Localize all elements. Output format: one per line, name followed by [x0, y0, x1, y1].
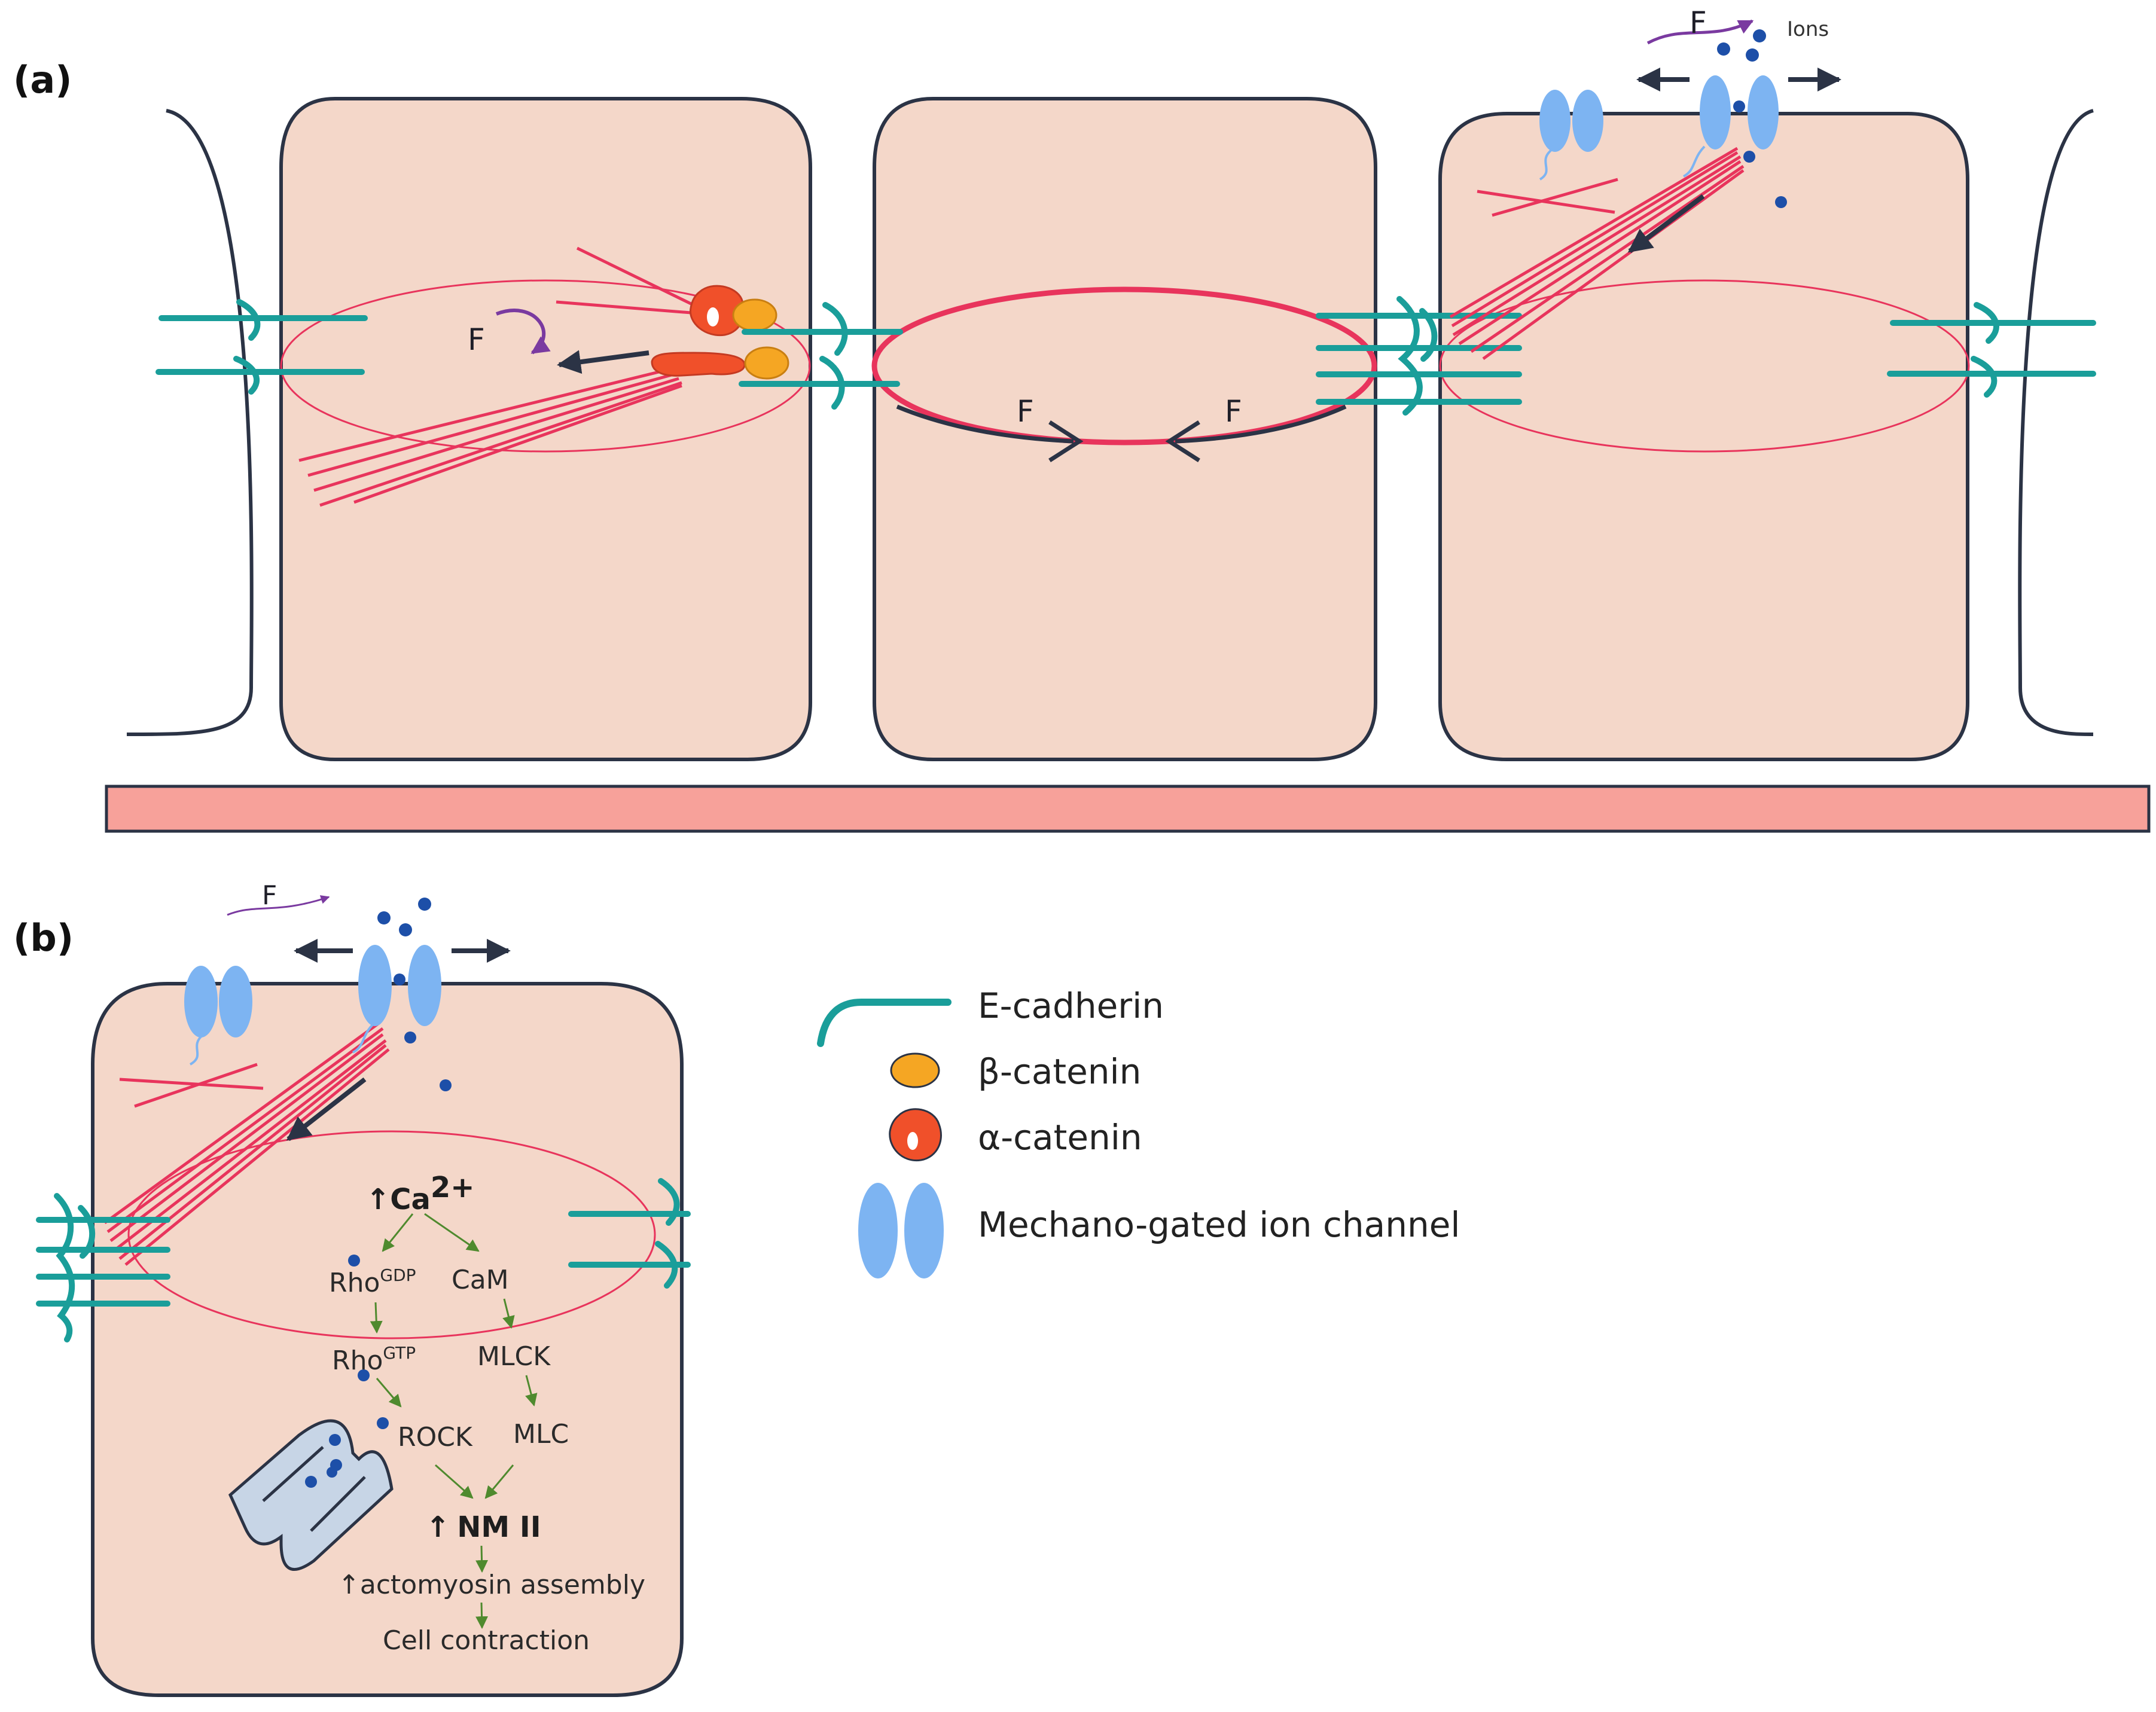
legend-alpha-catenin-core — [907, 1132, 918, 1150]
legend-label-e-cadherin: E-cadherin — [978, 985, 1164, 1026]
actin-bundle-left — [298, 246, 707, 507]
adhesion-belt-left — [280, 279, 811, 453]
pathway-calcium-ions — [348, 1255, 389, 1429]
rho-gtp: RhoGTP — [332, 1343, 416, 1376]
panel-a-label: (a) — [13, 58, 72, 102]
nm2-increase: ↑NM II — [426, 1510, 541, 1544]
alpha-catenin — [651, 352, 746, 377]
ions-b — [377, 898, 452, 1091]
panel-a: (a) F F — [13, 5, 2151, 833]
alpha-catenin-core — [707, 307, 719, 326]
panel-b: (b) F — [13, 880, 691, 1697]
adhesion-belt-b — [127, 1130, 656, 1339]
ion-channel-closed-b — [184, 966, 252, 1066]
panel-b-label: (b) — [13, 916, 74, 960]
legend-beta-catenin-symbol — [890, 1052, 940, 1088]
legend-label-beta-catenin: β-catenin — [978, 1051, 1141, 1092]
beta-catenin — [732, 298, 777, 332]
force-arrow-top-b — [227, 895, 330, 916]
adhesion-belt-right — [1439, 279, 1970, 453]
endoplasmic-reticulum — [228, 1419, 394, 1571]
calcium-increase: ↑Ca2+ — [366, 1171, 474, 1216]
actin-bundle-b — [103, 1021, 390, 1266]
adhesion-belt-middle — [871, 286, 1377, 445]
force-arrow-b — [286, 1077, 367, 1142]
cadherin-junction-b-right — [568, 1178, 691, 1289]
force-curve-left — [495, 309, 551, 355]
partial-cell-left — [126, 109, 254, 737]
cadherin-junction-b-left — [36, 1193, 170, 1342]
actomyosin-assembly: ↑actomyosin assembly — [338, 1570, 645, 1600]
ion-channel-open — [1682, 75, 1779, 178]
force-label-top: F — [1690, 5, 1707, 40]
legend-item-ion-channel: Mechano-gated ion channel — [858, 1183, 1460, 1278]
rho-gdp: RhoGDP — [329, 1265, 416, 1298]
arrowhead-right — [1165, 420, 1200, 462]
mlc: MLC — [513, 1419, 569, 1449]
pathway-arrows — [370, 1213, 538, 1629]
cell-contraction: Cell contraction — [383, 1625, 590, 1656]
beta-catenin — [744, 346, 789, 380]
cam: CaM — [452, 1265, 509, 1295]
ion-channel-open-b — [352, 945, 441, 1054]
legend-item-alpha-catenin: α-catenin — [889, 1108, 1142, 1162]
force-arrow-left — [557, 350, 649, 374]
signalling-pathway: ↑Ca2+ RhoGDP CaM RhoGTP MLCK ROCK MLC ↑N… — [329, 1171, 645, 1656]
legend-label-alpha-catenin: α-catenin — [978, 1117, 1142, 1158]
basement-membrane — [105, 785, 2151, 833]
belt-contraction-arrow-right — [1175, 404, 1347, 444]
force-label-mid-right: F — [1225, 394, 1242, 429]
force-label-b: F — [262, 880, 277, 911]
force-arrow-right — [1627, 194, 1705, 254]
arrowhead-left — [1048, 420, 1084, 462]
cadherin-junction-left-middle — [739, 302, 903, 410]
cell-right — [1438, 112, 1969, 761]
force-label-mid-left: F — [1017, 394, 1034, 429]
er-calcium-ions — [305, 1434, 342, 1488]
mlck: MLCK — [477, 1341, 551, 1372]
legend-item-e-cadherin: E-cadherin — [817, 985, 1164, 1047]
cadherin-junction-outer-right — [1887, 302, 2096, 398]
legend-label-ion-channel: Mechano-gated ion channel — [978, 1204, 1460, 1245]
legend-ion-channel-right — [904, 1183, 944, 1278]
cadherin-junction-middle-right — [1316, 296, 1522, 416]
rock: ROCK — [398, 1422, 473, 1452]
legend: E-cadherin β-catenin α-catenin Mechano-g… — [817, 985, 1460, 1278]
legend-ion-channel-left — [858, 1183, 898, 1278]
cadherin-junction-outer-left — [155, 299, 368, 395]
legend-item-beta-catenin: β-catenin — [890, 1051, 1141, 1092]
ion-channel-closed — [1539, 90, 1603, 181]
ions-a — [1717, 29, 1787, 208]
catenin-complex-lower — [651, 346, 789, 380]
cell-middle — [873, 97, 1377, 761]
partial-cell-right — [2018, 109, 2094, 737]
force-arrow-top — [1646, 19, 1754, 45]
belt-contraction-arrow-left — [896, 404, 1074, 444]
ions-label: Ions — [1787, 17, 1829, 41]
catenin-complex-upper — [690, 285, 777, 337]
force-label-left: F — [468, 322, 485, 357]
legend-cadherin-symbol — [817, 999, 952, 1047]
